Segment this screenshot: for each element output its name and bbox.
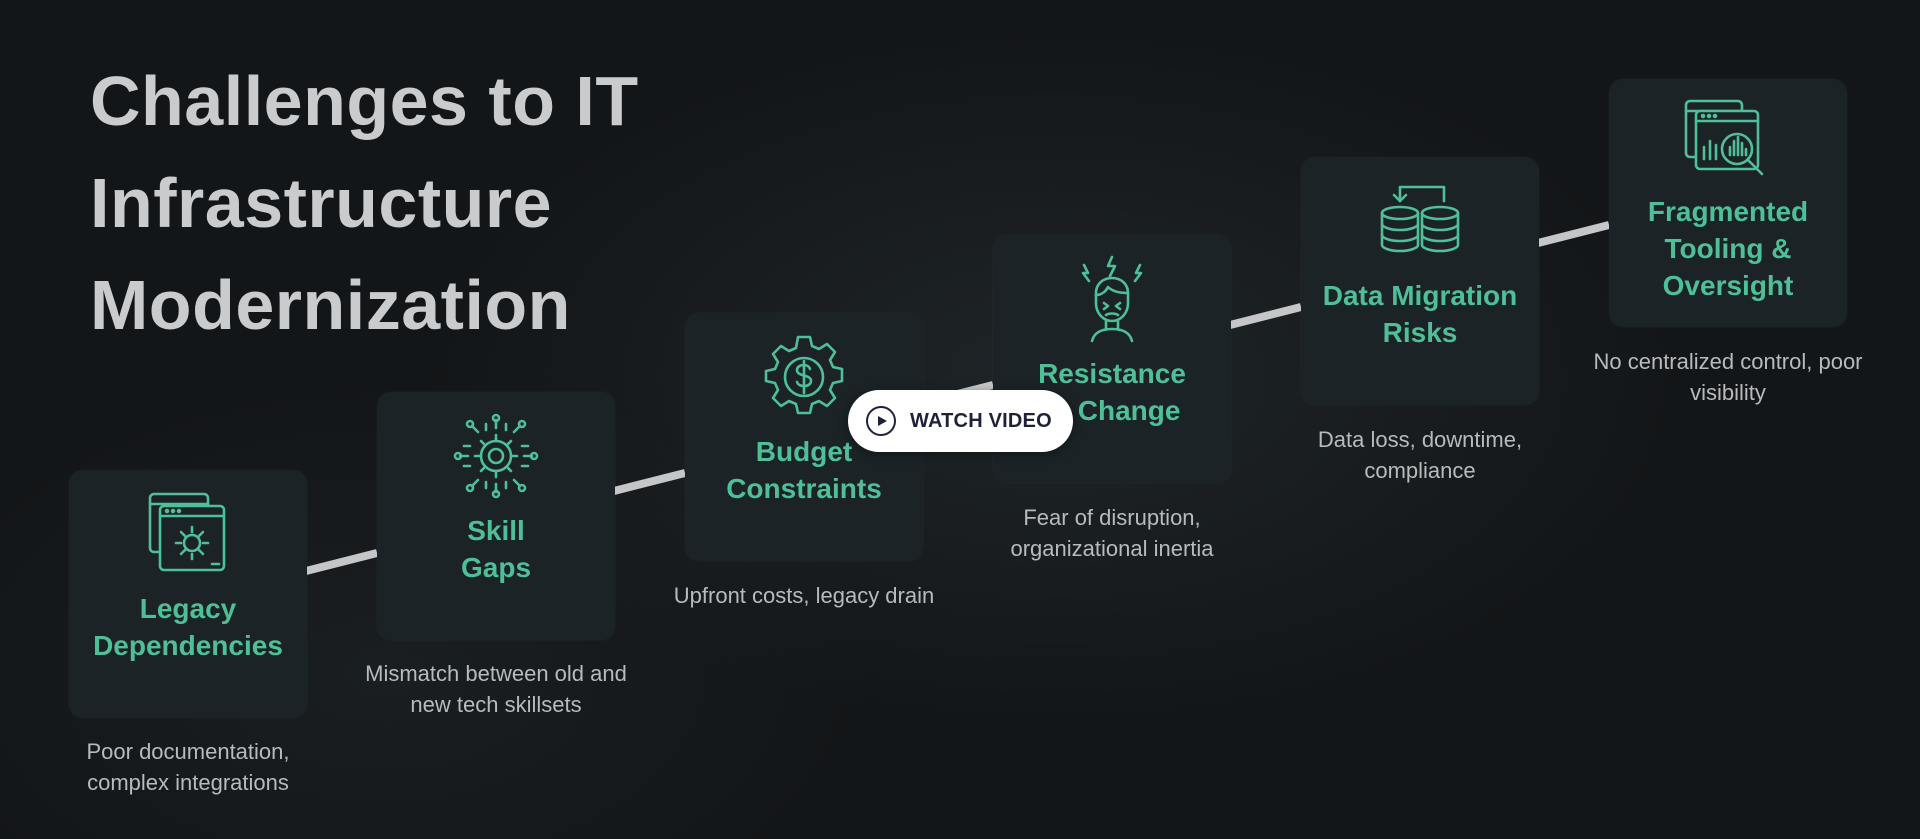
step-card-data-migration-risks: Data Migration Risks bbox=[1301, 157, 1539, 405]
step-description: Upfront costs, legacy drain bbox=[673, 583, 935, 608]
step-label: Data Migration Risks bbox=[1322, 280, 1518, 348]
page-title: Challenges to IT Infrastructure Moderniz… bbox=[90, 50, 1090, 356]
legacy-window-gear-icon bbox=[142, 488, 234, 580]
step-description: Data loss, downtime, compliance bbox=[1317, 427, 1523, 483]
watch-video-label: WATCH VIDEO bbox=[910, 409, 1052, 432]
watch-video-button[interactable]: WATCH VIDEO bbox=[848, 390, 1073, 452]
connector-1-2 bbox=[305, 549, 378, 575]
step-label: Budget Constraints bbox=[726, 436, 882, 504]
circuit-gear-icon bbox=[450, 410, 542, 502]
step-description: Fear of disruption, organizational inert… bbox=[1010, 505, 1214, 561]
stressed-person-icon bbox=[1066, 253, 1158, 345]
step-description: No centralized control, poor visibility bbox=[1593, 349, 1863, 405]
step-card-legacy-dependencies: Legacy Dependencies bbox=[69, 470, 307, 718]
database-migration-icon bbox=[1374, 175, 1466, 267]
step-description: Mismatch between old and new tech skills… bbox=[365, 661, 627, 717]
analytics-search-icon bbox=[1682, 97, 1774, 189]
connector-5-6 bbox=[1537, 221, 1610, 247]
dollar-gear-icon bbox=[758, 331, 850, 423]
step-card-fragmented-tooling-oversight: Fragmented Tooling & Oversight bbox=[1609, 79, 1847, 327]
connector-4-5 bbox=[1229, 303, 1302, 329]
step-label: Legacy Dependencies bbox=[93, 593, 283, 661]
play-icon bbox=[866, 406, 896, 436]
step-label: Skill Gaps bbox=[460, 515, 532, 583]
step-description: Poor documentation, complex integrations bbox=[86, 739, 290, 795]
connector-2-3 bbox=[613, 469, 686, 495]
step-label: Fragmented Tooling & Oversight bbox=[1647, 196, 1809, 301]
step-card-skill-gaps: Skill Gaps bbox=[377, 392, 615, 640]
title-line-1: Challenges to IT Infrastructure bbox=[90, 62, 639, 242]
title-line-2: Modernization bbox=[90, 266, 571, 344]
